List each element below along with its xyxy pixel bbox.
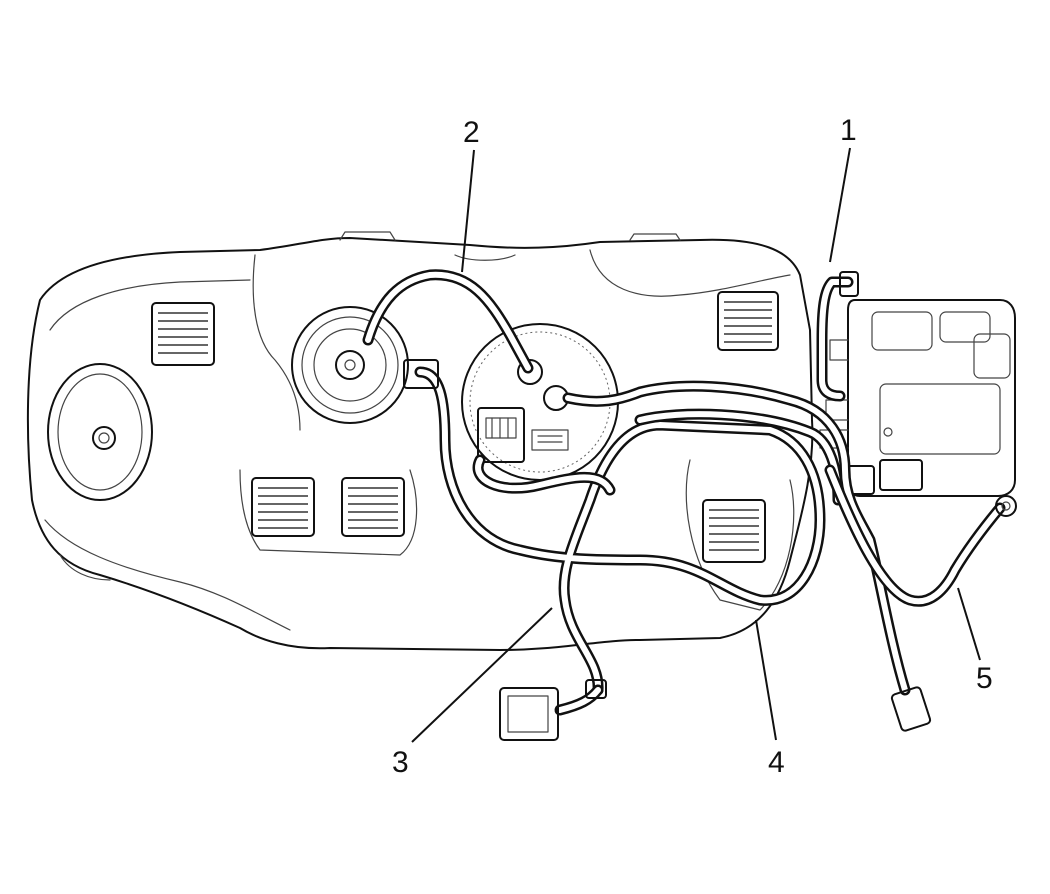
vent-lower-left-b	[341, 477, 405, 537]
callouts: 1 2 3 4 5	[392, 114, 993, 779]
vent-upper-right	[717, 291, 779, 351]
callout-2: 2	[463, 116, 480, 149]
callout-4: 4	[768, 746, 785, 779]
fuel-tank-body	[26, 231, 814, 651]
leader-4	[755, 619, 777, 741]
line-end-fitting	[890, 686, 932, 732]
callout-1: 1	[840, 114, 857, 147]
leader-2	[461, 149, 475, 273]
tank-vents	[151, 291, 779, 563]
callout-5: 5	[976, 662, 993, 695]
harness-line-3	[403, 359, 826, 696]
leader-5	[957, 587, 981, 661]
fuel-sender-left	[291, 306, 409, 424]
vent-line-1	[816, 271, 859, 402]
leader-3	[411, 607, 553, 743]
vapor-line-5	[824, 464, 1017, 607]
vent-center-right	[702, 499, 766, 563]
callout-3: 3	[392, 746, 409, 779]
fuel-lines	[362, 269, 1017, 696]
access-cover-left	[47, 363, 153, 501]
leader-lines	[411, 147, 981, 743]
harness-connector-lower	[499, 679, 607, 741]
fuel-line-2	[362, 269, 534, 374]
pump-feed-line	[472, 454, 616, 496]
leader-1	[829, 147, 851, 263]
vent-upper-left	[151, 302, 215, 366]
vent-lower-left-a	[251, 477, 315, 537]
